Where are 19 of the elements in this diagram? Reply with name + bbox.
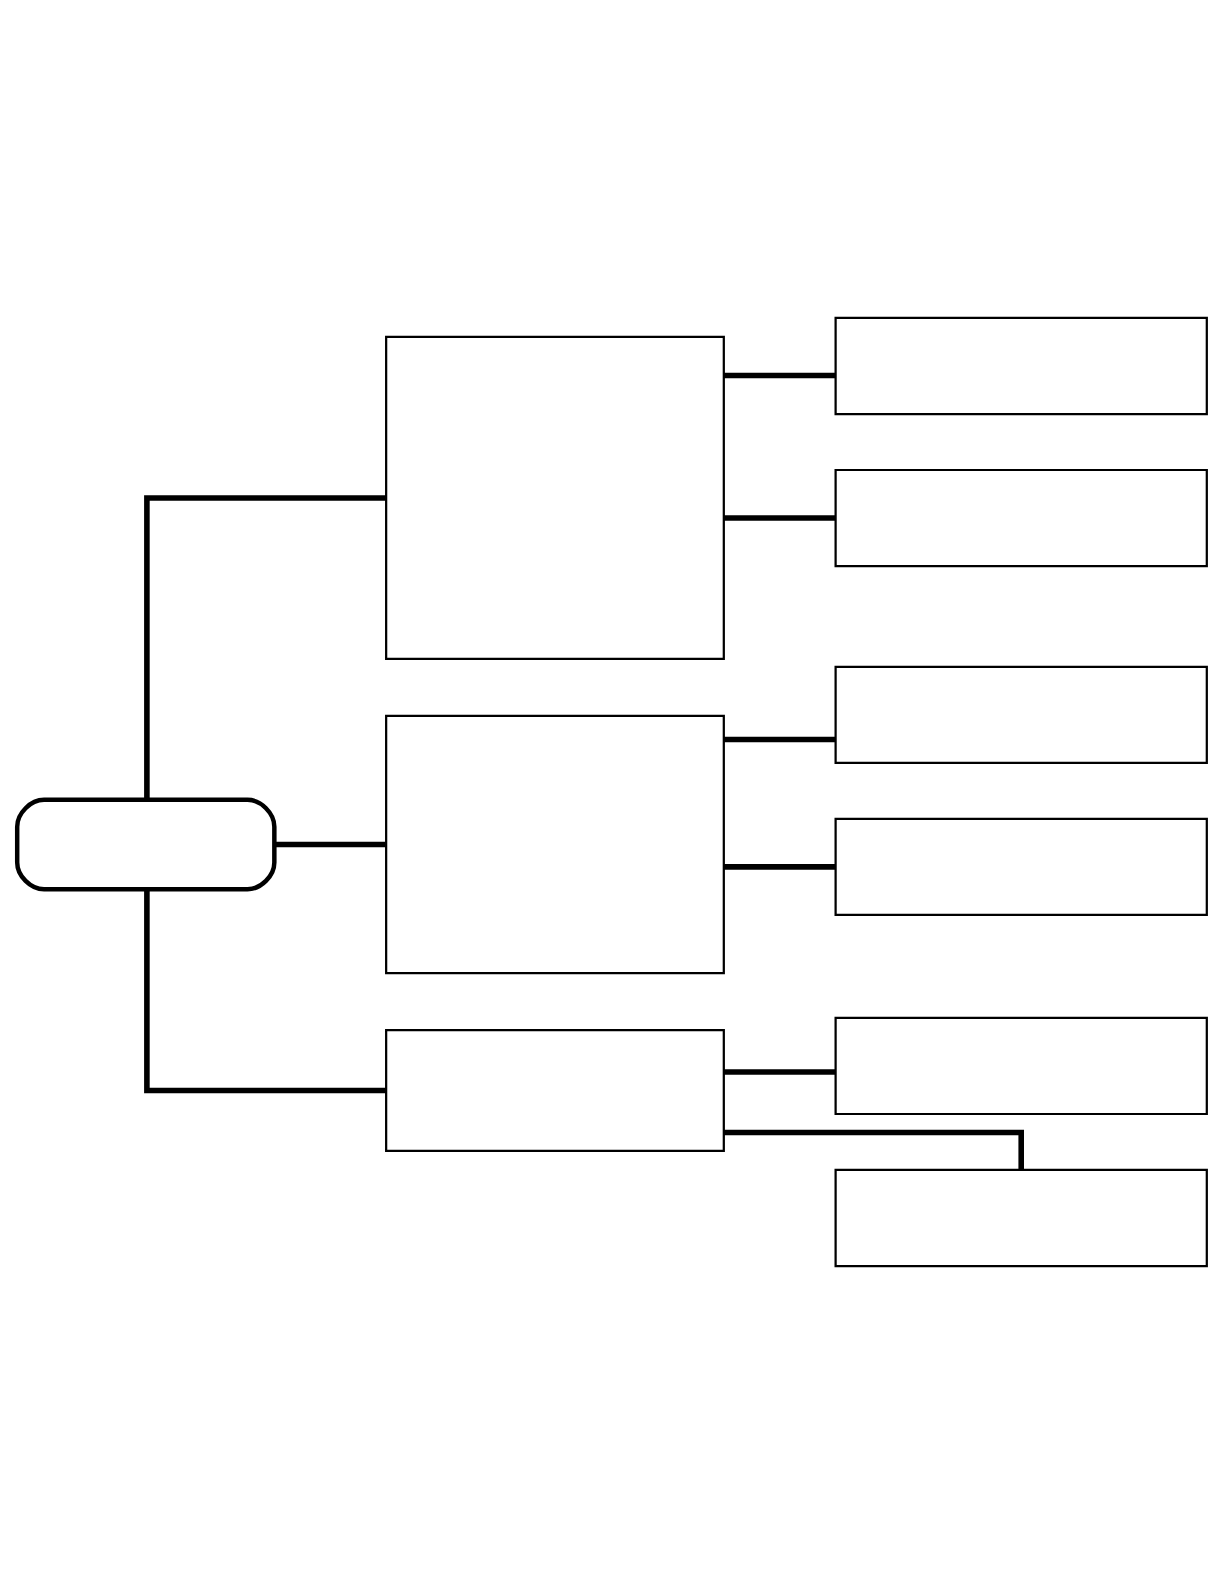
node-box bbox=[385, 714, 725, 975]
node-box bbox=[385, 335, 725, 661]
node-box bbox=[834, 817, 1208, 917]
connector bbox=[723, 1069, 836, 1075]
connector bbox=[144, 495, 387, 800]
node-box bbox=[385, 1029, 725, 1152]
node-box bbox=[14, 797, 277, 892]
connector bbox=[723, 515, 836, 521]
connector bbox=[723, 864, 836, 870]
node-box bbox=[834, 468, 1208, 568]
connector bbox=[723, 736, 836, 743]
connector bbox=[723, 1129, 1024, 1170]
connector bbox=[144, 889, 387, 1094]
node-box bbox=[834, 1168, 1208, 1268]
connector bbox=[723, 372, 836, 379]
node-box bbox=[834, 316, 1208, 416]
node-box bbox=[834, 1016, 1208, 1116]
node-box bbox=[834, 665, 1208, 765]
connector bbox=[274, 841, 386, 848]
